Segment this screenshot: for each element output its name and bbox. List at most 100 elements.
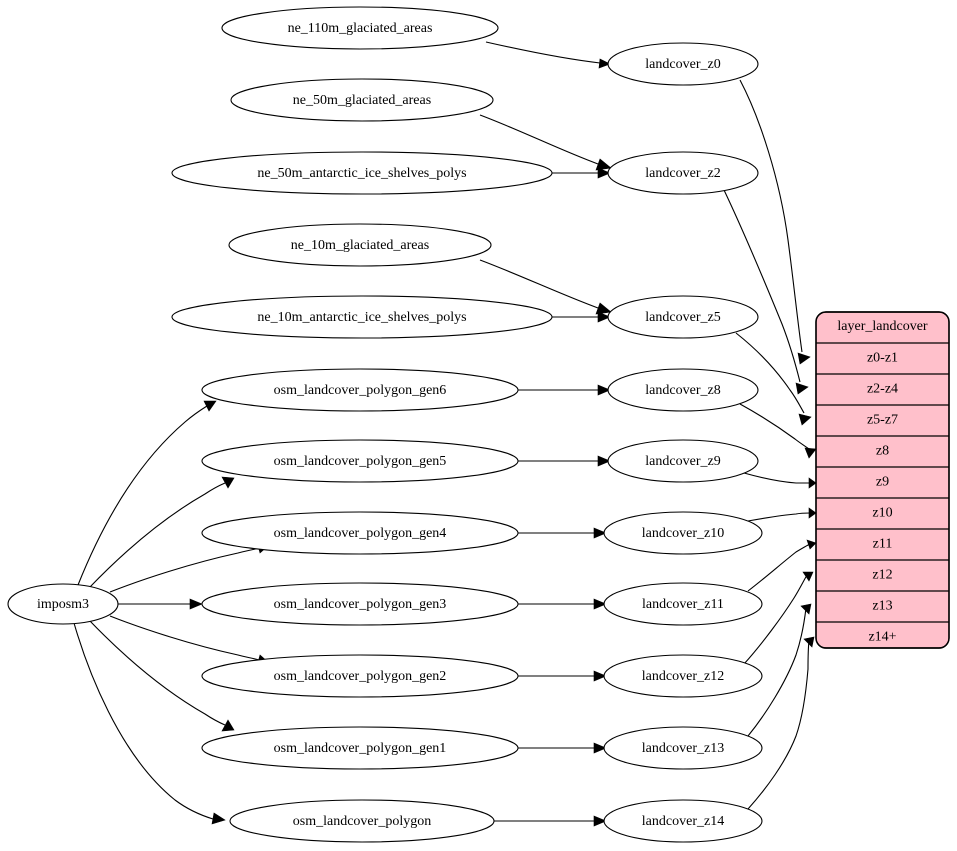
- node-landcover-z14[interactable]: landcover_z14: [603, 799, 763, 843]
- node-label-landcover-z14: landcover_z14: [642, 814, 724, 829]
- node-osm-landcover-polygon-gen1[interactable]: osm_landcover_polygon_gen1: [201, 726, 519, 770]
- table-row-label-z2-z4: z2-z4: [867, 382, 898, 397]
- node-label-osm-landcover-polygon-gen2: osm_landcover_polygon_gen2: [274, 669, 447, 684]
- layer-landcover-table[interactable]: layer_landcover z0-z1 z2-z4 z5-z7 z8: [815, 311, 950, 649]
- edge-z14-to-row-z14plus: [747, 636, 815, 810]
- table-row-z9[interactable]: z9: [876, 475, 889, 490]
- edge-ne50m-antarctic-to-z2: [552, 167, 611, 179]
- node-label-osm-landcover-polygon-gen3: osm_landcover_polygon_gen3: [274, 597, 447, 612]
- edge-imposm3-to-gen2: [109, 615, 270, 667]
- edge-gen4-to-z10: [518, 527, 607, 539]
- node-layer: imposm3 ne_110m_glaciated_areas ne_50m_g…: [7, 6, 763, 843]
- table-row-label-z5-z7: z5-z7: [867, 413, 898, 428]
- node-label-osm-landcover-polygon-gen1: osm_landcover_polygon_gen1: [274, 741, 447, 756]
- node-label-landcover-z12: landcover_z12: [642, 669, 724, 684]
- node-landcover-z11[interactable]: landcover_z11: [603, 582, 763, 626]
- edge-gen1-to-z13: [518, 742, 607, 754]
- node-landcover-z8[interactable]: landcover_z8: [607, 368, 759, 412]
- node-label-landcover-z2: landcover_z2: [645, 166, 720, 181]
- edge-z8-to-row-z8: [739, 403, 817, 459]
- node-label-landcover-z0: landcover_z0: [645, 57, 720, 72]
- node-landcover-z12[interactable]: landcover_z12: [603, 654, 763, 698]
- table-row-z13[interactable]: z13: [872, 599, 892, 614]
- node-label-ne-10m-antarctic-ice-shelves-polys: ne_10m_antarctic_ice_shelves_polys: [257, 310, 466, 325]
- node-osm-landcover-polygon-gen4[interactable]: osm_landcover_polygon_gen4: [201, 511, 519, 555]
- edge-z0-to-row-z0z1: [739, 79, 811, 365]
- edge-z9-to-row-z9: [743, 472, 817, 489]
- node-label-landcover-z11: landcover_z11: [642, 597, 724, 612]
- edge-gen5-to-z9: [518, 455, 611, 467]
- edge-ne10m-glaciated-to-z5: [479, 259, 612, 315]
- node-osm-landcover-polygon[interactable]: osm_landcover_polygon: [229, 799, 495, 843]
- table-row-label-z8: z8: [876, 444, 889, 459]
- table-row-label-z10: z10: [872, 506, 892, 521]
- node-osm-landcover-polygon-gen3[interactable]: osm_landcover_polygon_gen3: [201, 582, 519, 626]
- table-row-z2-z4[interactable]: z2-z4: [867, 382, 898, 397]
- edge-gen2-to-z12: [518, 670, 607, 682]
- table-row-label-z12: z12: [872, 568, 892, 583]
- node-label-ne-50m-antarctic-ice-shelves-polys: ne_50m_antarctic_ice_shelves_polys: [257, 166, 466, 181]
- node-label-imposm3: imposm3: [37, 597, 89, 612]
- table-rows: z0-z1 z2-z4 z5-z7 z8 z9: [816, 342, 949, 645]
- node-label-ne-10m-glaciated-areas: ne_10m_glaciated_areas: [291, 238, 429, 253]
- table-row-label-z13: z13: [872, 599, 892, 614]
- node-osm-landcover-polygon-gen5[interactable]: osm_landcover_polygon_gen5: [201, 439, 519, 483]
- edge-z11-to-row-z11: [747, 539, 817, 592]
- table-row-z11[interactable]: z11: [873, 537, 893, 552]
- node-label-ne-110m-glaciated-areas: ne_110m_glaciated_areas: [288, 21, 433, 36]
- node-ne-10m-glaciated-areas[interactable]: ne_10m_glaciated_areas: [228, 223, 492, 267]
- node-ne-10m-antarctic-ice-shelves-polys[interactable]: ne_10m_antarctic_ice_shelves_polys: [171, 295, 553, 339]
- edge-gen6-to-z8: [518, 384, 611, 396]
- table-header-cell[interactable]: layer_landcover: [837, 319, 928, 334]
- node-landcover-z10[interactable]: landcover_z10: [603, 511, 763, 555]
- node-landcover-z2[interactable]: landcover_z2: [607, 151, 759, 195]
- node-osm-landcover-polygon-gen6[interactable]: osm_landcover_polygon_gen6: [201, 368, 519, 412]
- node-label-osm-landcover-polygon-gen5: osm_landcover_polygon_gen5: [274, 454, 447, 469]
- table-row-label-z0-z1: z0-z1: [867, 351, 898, 366]
- node-label-osm-landcover-polygon-gen4: osm_landcover_polygon_gen4: [274, 526, 447, 541]
- node-label-osm-landcover-polygon-gen6: osm_landcover_polygon_gen6: [274, 383, 447, 398]
- table-row-z5-z7[interactable]: z5-z7: [867, 413, 898, 428]
- edge-imposm3-to-gen1: [88, 619, 235, 732]
- node-ne-50m-glaciated-areas[interactable]: ne_50m_glaciated_areas: [230, 78, 494, 122]
- node-label-landcover-z8: landcover_z8: [645, 383, 720, 398]
- edge-gen3-to-z11: [518, 598, 607, 610]
- node-landcover-z0[interactable]: landcover_z0: [607, 42, 759, 86]
- table-row-z10[interactable]: z10: [872, 506, 892, 521]
- edge-ne50m-glaciated-to-z2: [479, 114, 612, 171]
- node-landcover-z5[interactable]: landcover_z5: [607, 295, 759, 339]
- table-row-z12[interactable]: z12: [872, 568, 892, 583]
- edge-imposm3-to-polygon: [73, 622, 226, 825]
- edge-z12-to-row-z12: [743, 571, 814, 665]
- node-ne-110m-glaciated-areas[interactable]: ne_110m_glaciated_areas: [221, 6, 499, 50]
- table-row-label-z11: z11: [873, 537, 893, 552]
- edge-z10-to-row-z10: [747, 507, 817, 522]
- node-ne-50m-antarctic-ice-shelves-polys[interactable]: ne_50m_antarctic_ice_shelves_polys: [171, 151, 553, 195]
- node-osm-landcover-polygon-gen2[interactable]: osm_landcover_polygon_gen2: [201, 654, 519, 698]
- node-imposm3[interactable]: imposm3: [7, 583, 119, 625]
- edge-z2-to-row-z2z4: [723, 189, 809, 395]
- edge-ne110m-to-z0: [485, 41, 611, 69]
- edge-ne10m-antarctic-to-z5: [552, 311, 611, 323]
- node-label-osm-landcover-polygon: osm_landcover_polygon: [293, 814, 431, 829]
- edge-z5-to-row-z5z7: [735, 332, 812, 426]
- node-label-ne-50m-glaciated-areas: ne_50m_glaciated_areas: [293, 93, 431, 108]
- edge-layer: [73, 41, 817, 827]
- edge-imposm3-to-gen5: [88, 476, 235, 589]
- table-row-z0-z1[interactable]: z0-z1: [867, 351, 898, 366]
- edge-polygon-to-z14: [494, 815, 607, 827]
- table-row-label-z14plus: z14+: [868, 630, 896, 645]
- node-landcover-z13[interactable]: landcover_z13: [603, 726, 763, 770]
- table-row-z8[interactable]: z8: [876, 444, 889, 459]
- node-landcover-z9[interactable]: landcover_z9: [607, 439, 759, 483]
- node-label-landcover-z10: landcover_z10: [642, 526, 724, 541]
- edge-imposm3-to-gen4: [109, 541, 270, 593]
- node-label-landcover-z5: landcover_z5: [645, 310, 720, 325]
- node-label-landcover-z9: landcover_z9: [645, 454, 720, 469]
- edge-imposm3-to-gen3: [118, 598, 203, 610]
- table-row-z14plus[interactable]: z14+: [868, 630, 896, 645]
- edge-z13-to-row-z13: [747, 603, 812, 737]
- table-outline: [815, 311, 950, 649]
